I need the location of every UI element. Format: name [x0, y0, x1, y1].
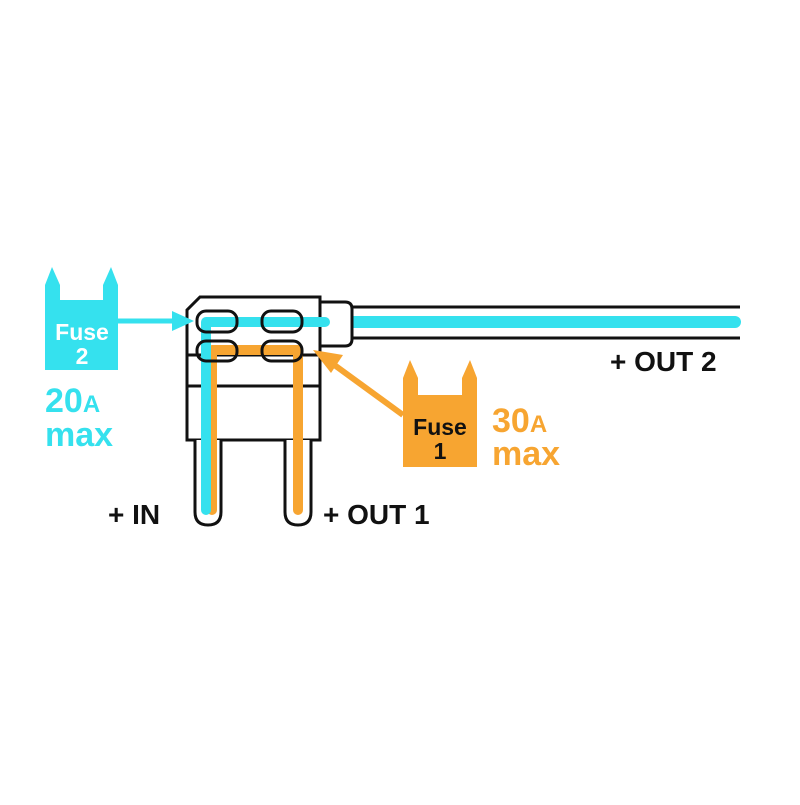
- upper-slot-left: [195, 309, 239, 334]
- lower-slot-right: [260, 339, 304, 363]
- lower-slot-left: [195, 339, 239, 363]
- fuse1-icon: Fuse 1: [403, 360, 477, 467]
- fuse2-rating-unit: A: [83, 391, 100, 418]
- fuse2-label-line2: 2: [76, 343, 89, 369]
- in-terminal-label: + IN: [108, 499, 160, 530]
- fuse1-rating-text: 30A: [492, 402, 547, 440]
- upper-slot-right: [260, 309, 304, 334]
- fuse1-label-line2: 1: [434, 438, 447, 464]
- fuse1-rating-unit: A: [530, 411, 547, 438]
- fuse1-path: [207, 345, 303, 515]
- out2-wire: [314, 305, 741, 340]
- out2-terminal-label: + OUT 2: [610, 346, 717, 377]
- fuse1-rating: 30A max: [492, 402, 560, 473]
- fuse2-label-line1: Fuse: [55, 319, 109, 345]
- fuse2-rating-text: 20A: [45, 382, 100, 420]
- fuse1-label-line1: Fuse: [413, 414, 467, 440]
- fuse1-rating-value: 30: [492, 402, 530, 440]
- fuse2-path: [201, 317, 330, 515]
- fuse2-rating: 20A max: [45, 382, 113, 454]
- out1-terminal-label: + OUT 1: [323, 499, 430, 530]
- fuse2-rating-value: 20: [45, 382, 83, 420]
- fuse1-arrow: [313, 350, 405, 418]
- fuse2-icon: Fuse 2: [45, 267, 118, 370]
- fuse2-arrow: [118, 311, 194, 331]
- fuse1-rating-suffix: max: [492, 435, 560, 473]
- fuse-slots: [195, 309, 304, 363]
- fuse2-rating-suffix: max: [45, 416, 113, 454]
